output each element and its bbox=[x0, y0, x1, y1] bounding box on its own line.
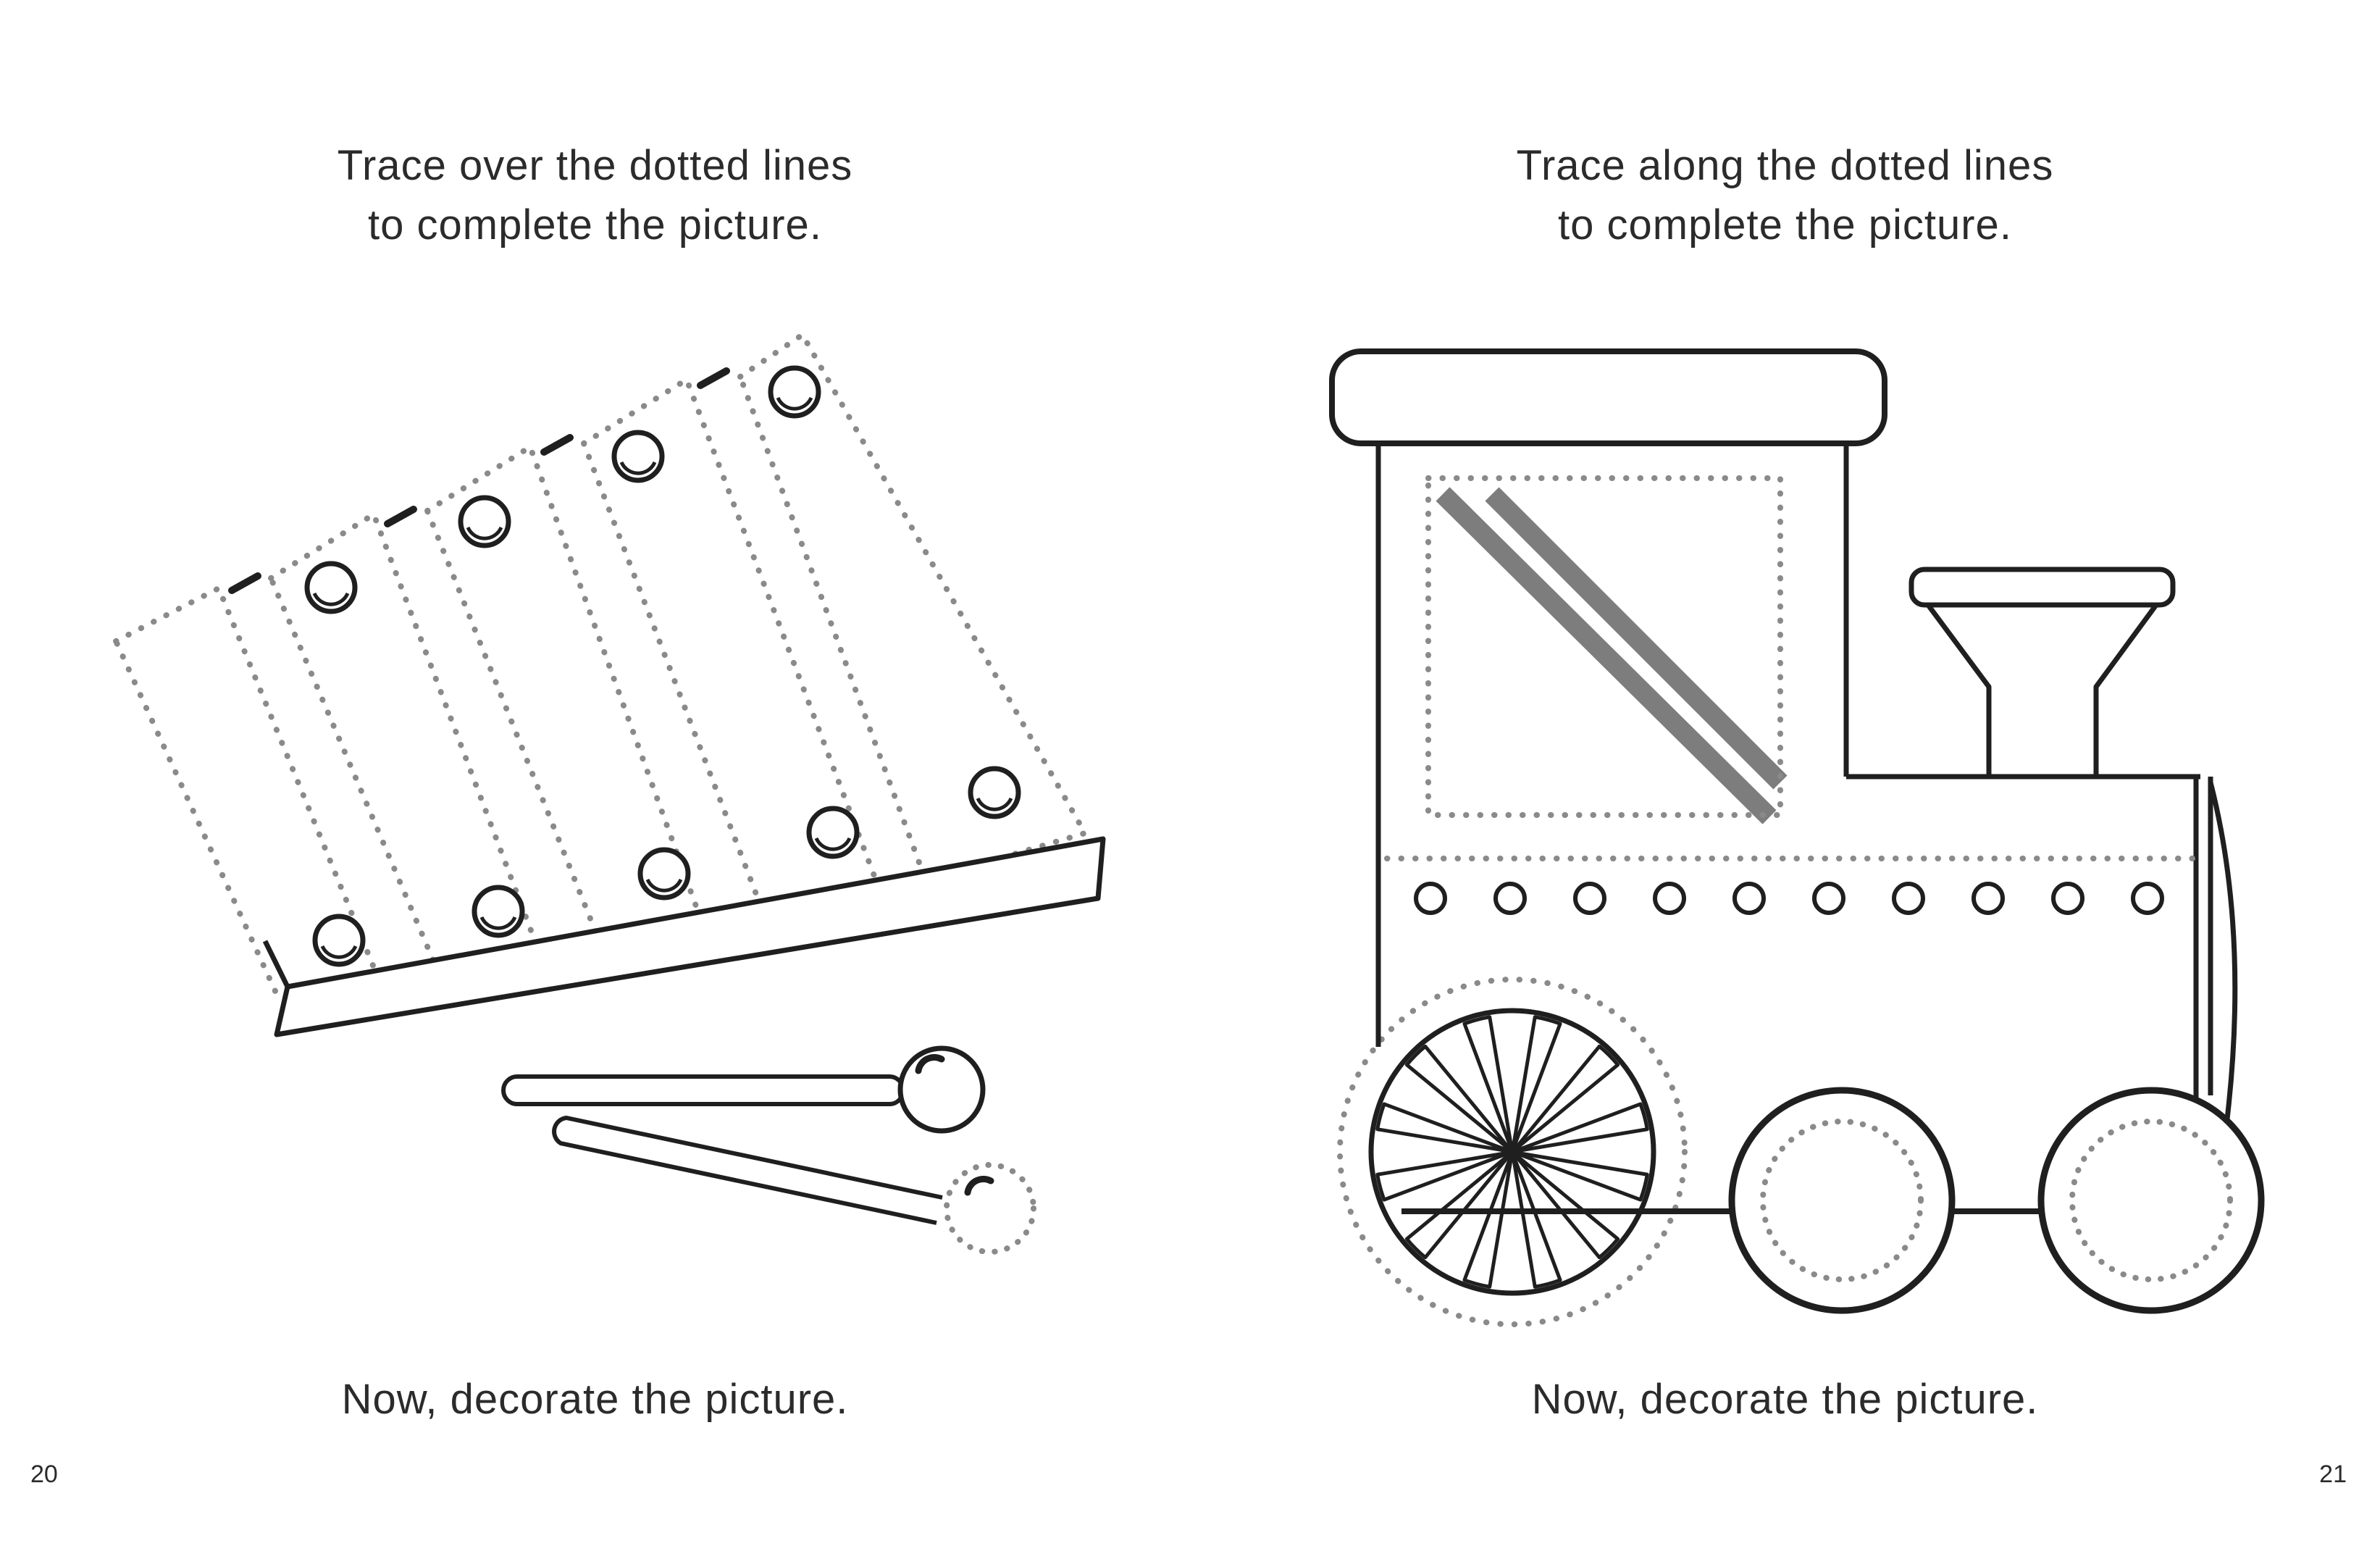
boiler-front bbox=[2193, 777, 2238, 1163]
rear-wheel-2-dotted-hub bbox=[2069, 1119, 2233, 1282]
xylophone-frame-dashes bbox=[228, 367, 730, 594]
rear-wheel-1[interactable] bbox=[1728, 1087, 1956, 1314]
train-rivets bbox=[1414, 882, 2164, 915]
header-line-1: Trace over the dotted lines bbox=[337, 142, 853, 189]
page-right: Trace along the dotted lines to complete… bbox=[1190, 0, 2380, 1546]
window-dotted-frame bbox=[1425, 475, 1783, 818]
xylophone-figure[interactable] bbox=[0, 0, 1190, 1546]
mallet-head-dotted bbox=[944, 1162, 1036, 1255]
train-window[interactable] bbox=[1425, 475, 1788, 824]
train-funnel bbox=[1908, 567, 2176, 780]
mallet-solid bbox=[501, 1045, 986, 1134]
rear-wheel-1-dotted-hub bbox=[1760, 1119, 1924, 1282]
page-header: Trace along the dotted lines to complete… bbox=[1190, 136, 2380, 255]
page-caption: Now, decorate the picture. bbox=[341, 1376, 849, 1423]
rear-wheel-2[interactable] bbox=[2037, 1087, 2265, 1314]
page-left: Trace over the dotted lines to complete … bbox=[0, 0, 1190, 1546]
xylophone-bar bbox=[113, 585, 380, 994]
front-wheel-dotted-rim bbox=[1337, 977, 1688, 1327]
train-figure[interactable] bbox=[1190, 0, 2380, 1546]
window-stripe bbox=[1436, 487, 1777, 824]
page-header: Trace over the dotted lines to complete … bbox=[0, 136, 1190, 255]
page-number: 20 bbox=[30, 1461, 58, 1488]
header-line-2: to complete the picture. bbox=[368, 201, 822, 248]
xylophone-bar bbox=[737, 332, 1088, 883]
front-wheel[interactable] bbox=[1337, 977, 1688, 1327]
xylophone-base bbox=[262, 836, 1106, 1037]
mallet-dotted[interactable] bbox=[552, 1115, 1036, 1255]
page-caption: Now, decorate the picture. bbox=[1531, 1376, 2039, 1423]
window-stripe bbox=[1485, 487, 1788, 790]
train-roof bbox=[1329, 348, 1887, 446]
page-number: 21 bbox=[2319, 1461, 2347, 1488]
header-line-1: Trace along the dotted lines bbox=[1516, 142, 2054, 189]
header-line-2: to complete the picture. bbox=[1558, 201, 2012, 248]
